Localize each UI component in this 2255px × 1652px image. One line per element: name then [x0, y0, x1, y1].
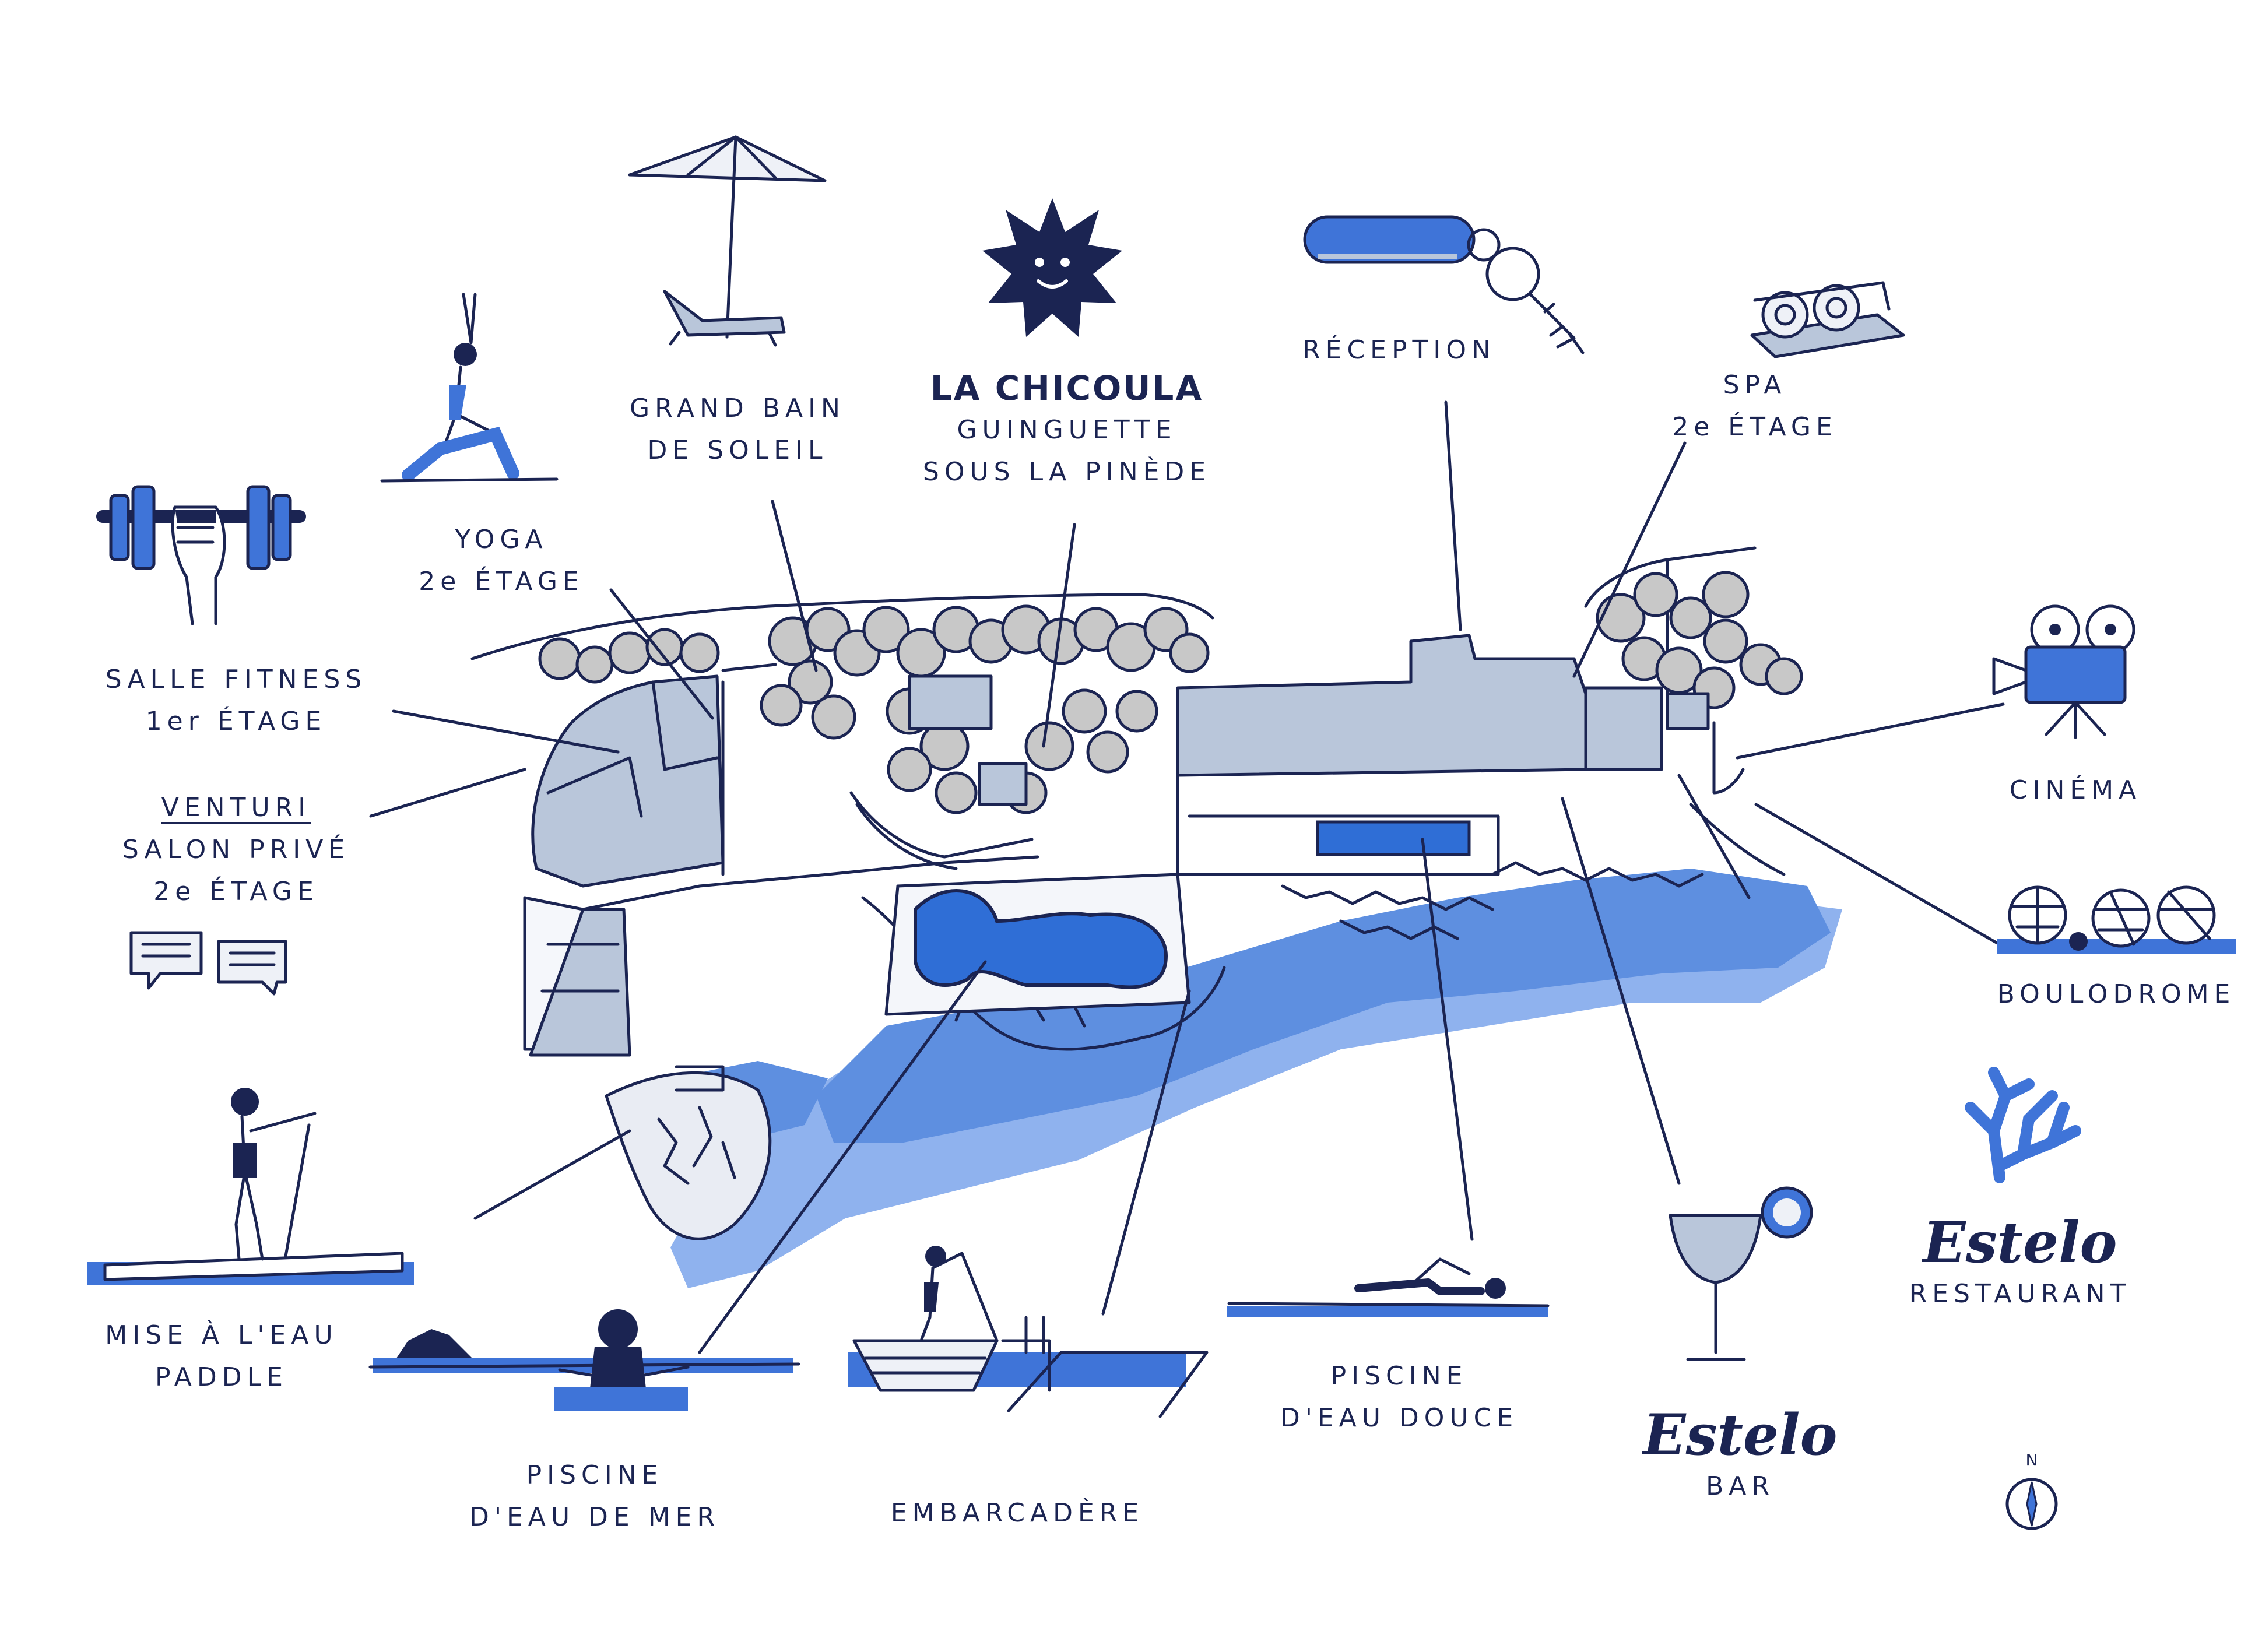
label-restaurant-sub: RESTAURANT	[1909, 1279, 2131, 1309]
label-fitness-line1: SALLE FITNESS	[105, 665, 367, 694]
seawater-pool	[884, 873, 1191, 1016]
dumbbell-icon	[96, 485, 306, 625]
label-paddle-line1: MISE À L'EAU	[105, 1320, 338, 1350]
paddle-icon	[87, 1088, 414, 1285]
label-venturi-line2: 2e ÉTAGE	[153, 877, 319, 906]
label-cinema[interactable]: CINÉMA	[2010, 769, 2141, 811]
label-piscine-douce-line2: D'EAU DOUCE	[1280, 1403, 1519, 1433]
chicoula-pavilion	[908, 674, 993, 730]
yoga-icon	[380, 293, 559, 483]
label-piscine-douce-line1: PISCINE	[1330, 1361, 1468, 1391]
parasol-icon	[628, 135, 827, 347]
label-venturi-line1: SALON PRIVÉ	[122, 835, 350, 864]
coral-icon	[1965, 1067, 2081, 1183]
compass-icon	[2005, 1478, 2058, 1530]
label-paddle[interactable]: MISE À L'EAU PADDLE	[105, 1314, 338, 1398]
trees	[538, 571, 1803, 814]
label-chicoula-line1: GUINGUETTE	[957, 415, 1177, 445]
label-restaurant[interactable]: Estelo RESTAURANT	[1909, 1212, 2131, 1315]
sun-icon	[982, 198, 1122, 337]
label-restaurant-name: Estelo	[1923, 1210, 2117, 1275]
swimmer-icon	[1227, 1257, 1550, 1317]
label-boulodrome-text: BOULODROME	[1997, 979, 2236, 1009]
label-piscine-mer[interactable]: PISCINE D'EAU DE MER	[469, 1454, 720, 1538]
projector-icon	[1992, 604, 2135, 739]
label-grand-bain-line2: DE SOLEIL	[647, 435, 828, 465]
label-reception[interactable]: RÉCEPTION	[1302, 329, 1496, 371]
kiosk	[978, 762, 1028, 806]
label-spa[interactable]: SPA 2e ÉTAGE	[1672, 364, 1838, 448]
annex	[1666, 692, 1710, 730]
buildings	[529, 634, 1710, 1057]
spa-wing	[1584, 686, 1663, 771]
petanque-icon	[1997, 885, 2236, 954]
label-embarcadere-text: EMBARCADÈRE	[890, 1498, 1144, 1528]
label-chicoula-line2: SOUS LA PINÈDE	[922, 457, 1211, 487]
sea	[670, 869, 1842, 1288]
seawater-pool-icon	[368, 1309, 800, 1411]
label-bar-name: Estelo	[1643, 1402, 1838, 1468]
boat-icon	[848, 1246, 1209, 1418]
label-piscine-mer-line2: D'EAU DE MER	[469, 1502, 721, 1532]
key-icon	[1303, 215, 1585, 354]
leader-lines	[369, 400, 2007, 1354]
label-grand-bain-line1: GRAND BAIN	[630, 393, 845, 423]
label-yoga[interactable]: YOGA 2e ÉTAGE	[419, 519, 584, 603]
label-fitness[interactable]: SALLE FITNESS 1er ÉTAGE	[106, 659, 367, 743]
label-chicoula-name: LA CHICOULA	[930, 368, 1204, 408]
label-reception-text: RÉCEPTION	[1302, 335, 1496, 365]
label-piscine-douce[interactable]: PISCINE D'EAU DOUCE	[1280, 1355, 1518, 1439]
label-spa-line1: SPA	[1723, 370, 1787, 400]
label-bar[interactable]: Estelo BAR	[1643, 1405, 1837, 1507]
label-paddle-line2: PADDLE	[155, 1362, 288, 1392]
label-yoga-line1: YOGA	[455, 525, 548, 554]
towels-icon	[1750, 281, 1905, 358]
compass-north-label: N	[2026, 1449, 2038, 1472]
main-building	[1176, 634, 1587, 777]
freshwater-pool-shape	[1316, 820, 1471, 856]
label-venturi-name: VENTURI	[161, 793, 311, 823]
label-yoga-line2: 2e ÉTAGE	[419, 567, 584, 596]
label-venturi[interactable]: VENTURI SALON PRIVÉ 2e ÉTAGE	[122, 787, 350, 913]
label-fitness-line2: 1er ÉTAGE	[145, 707, 327, 736]
label-boulodrome[interactable]: BOULODROME	[1997, 973, 2236, 1015]
fitness-building	[531, 674, 725, 888]
compass-n: N	[2025, 1450, 2038, 1470]
label-embarcadere[interactable]: EMBARCADÈRE	[891, 1492, 1144, 1534]
label-grand-bain[interactable]: GRAND BAIN DE SOLEIL	[630, 388, 845, 472]
label-spa-line2: 2e ÉTAGE	[1672, 412, 1838, 442]
chat-bubbles-icon	[129, 931, 287, 996]
label-piscine-mer-line1: PISCINE	[526, 1460, 663, 1490]
label-cinema-text: CINÉMA	[2009, 775, 2142, 805]
label-chicoula[interactable]: LA CHICOULA GUINGUETTE SOUS LA PINÈDE	[923, 367, 1211, 493]
cocktail-icon	[1669, 1186, 1813, 1361]
label-bar-sub: BAR	[1706, 1471, 1775, 1501]
